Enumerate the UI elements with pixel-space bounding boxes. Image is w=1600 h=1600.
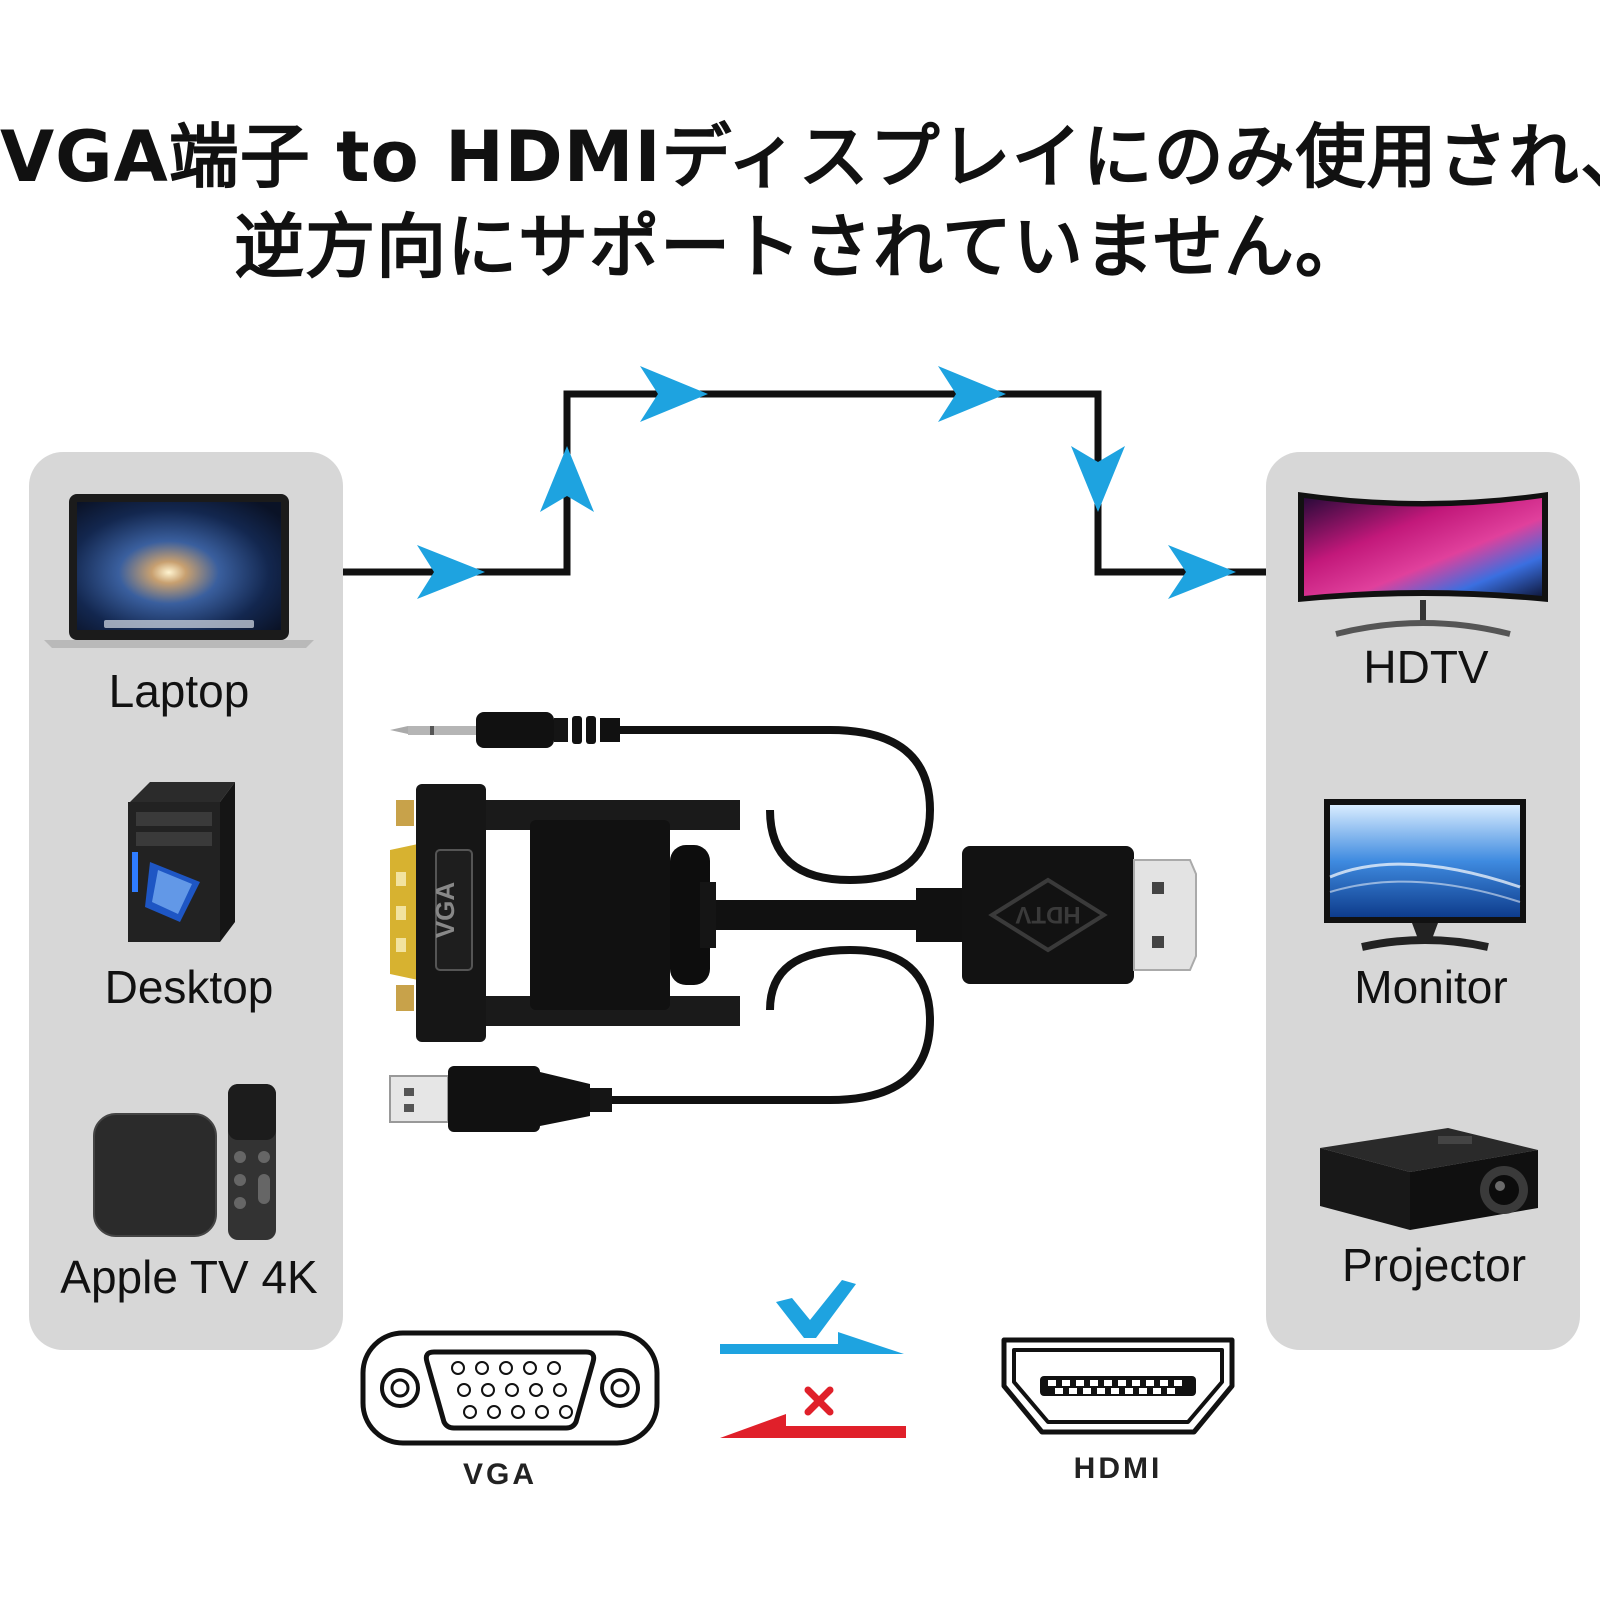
headline-line-2: 逆方向にサポートされていません。: [234, 206, 1366, 288]
display-label-hdtv: HDTV: [1363, 641, 1489, 693]
audio-jack-icon: [390, 712, 620, 748]
source-label-laptop: Laptop: [108, 665, 250, 717]
flow-arrow-icon: [540, 446, 594, 512]
apple-tv-icon: [93, 1084, 276, 1240]
flow-arrow-icon: [417, 545, 485, 599]
monitor-icon: [1324, 799, 1526, 951]
direction-indicator: [720, 1280, 906, 1438]
flow-arrow-icon: [1071, 446, 1125, 512]
display-label-monitor: Monitor: [1354, 961, 1508, 1013]
display-label-projector: Projector: [1341, 1239, 1527, 1291]
signal-path-line: [343, 390, 1266, 576]
usb-plug-icon: [389, 1066, 612, 1132]
source-label-apple-tv: Apple TV 4K: [60, 1251, 318, 1303]
flow-arrow-icon: [640, 366, 708, 422]
unsupported-direction-arrow: [720, 1414, 906, 1438]
laptop-icon: [44, 494, 314, 648]
vga-port-label: VGA: [462, 1458, 537, 1491]
source-label-desktop: Desktop: [104, 961, 274, 1013]
curved-tv-icon: [1298, 492, 1548, 637]
vga-port-icon: [360, 1330, 660, 1446]
supported-direction-arrow: [720, 1332, 904, 1354]
hdmi-port-label: HDMI: [1073, 1452, 1163, 1485]
check-icon: [776, 1280, 856, 1338]
hdmi-port-icon: [1001, 1337, 1235, 1435]
desktop-tower-icon: [128, 782, 235, 942]
vga-to-hdmi-cable: VGA HDTV: [389, 712, 1197, 1132]
flow-arrow-icon: [1168, 545, 1236, 599]
headline-line-1: VGA端子 to HDMIディスプレイにのみ使用され、: [0, 116, 1600, 198]
vga-connector-text: VGA: [430, 882, 460, 939]
cross-icon: [804, 1386, 834, 1416]
vga-connector-icon: VGA: [390, 784, 740, 1042]
flow-arrow-icon: [938, 366, 1006, 422]
hdmi-connector-icon: HDTV: [916, 846, 1197, 984]
projector-icon: [1320, 1128, 1538, 1230]
hdmi-connector-text: HDTV: [1015, 901, 1080, 928]
